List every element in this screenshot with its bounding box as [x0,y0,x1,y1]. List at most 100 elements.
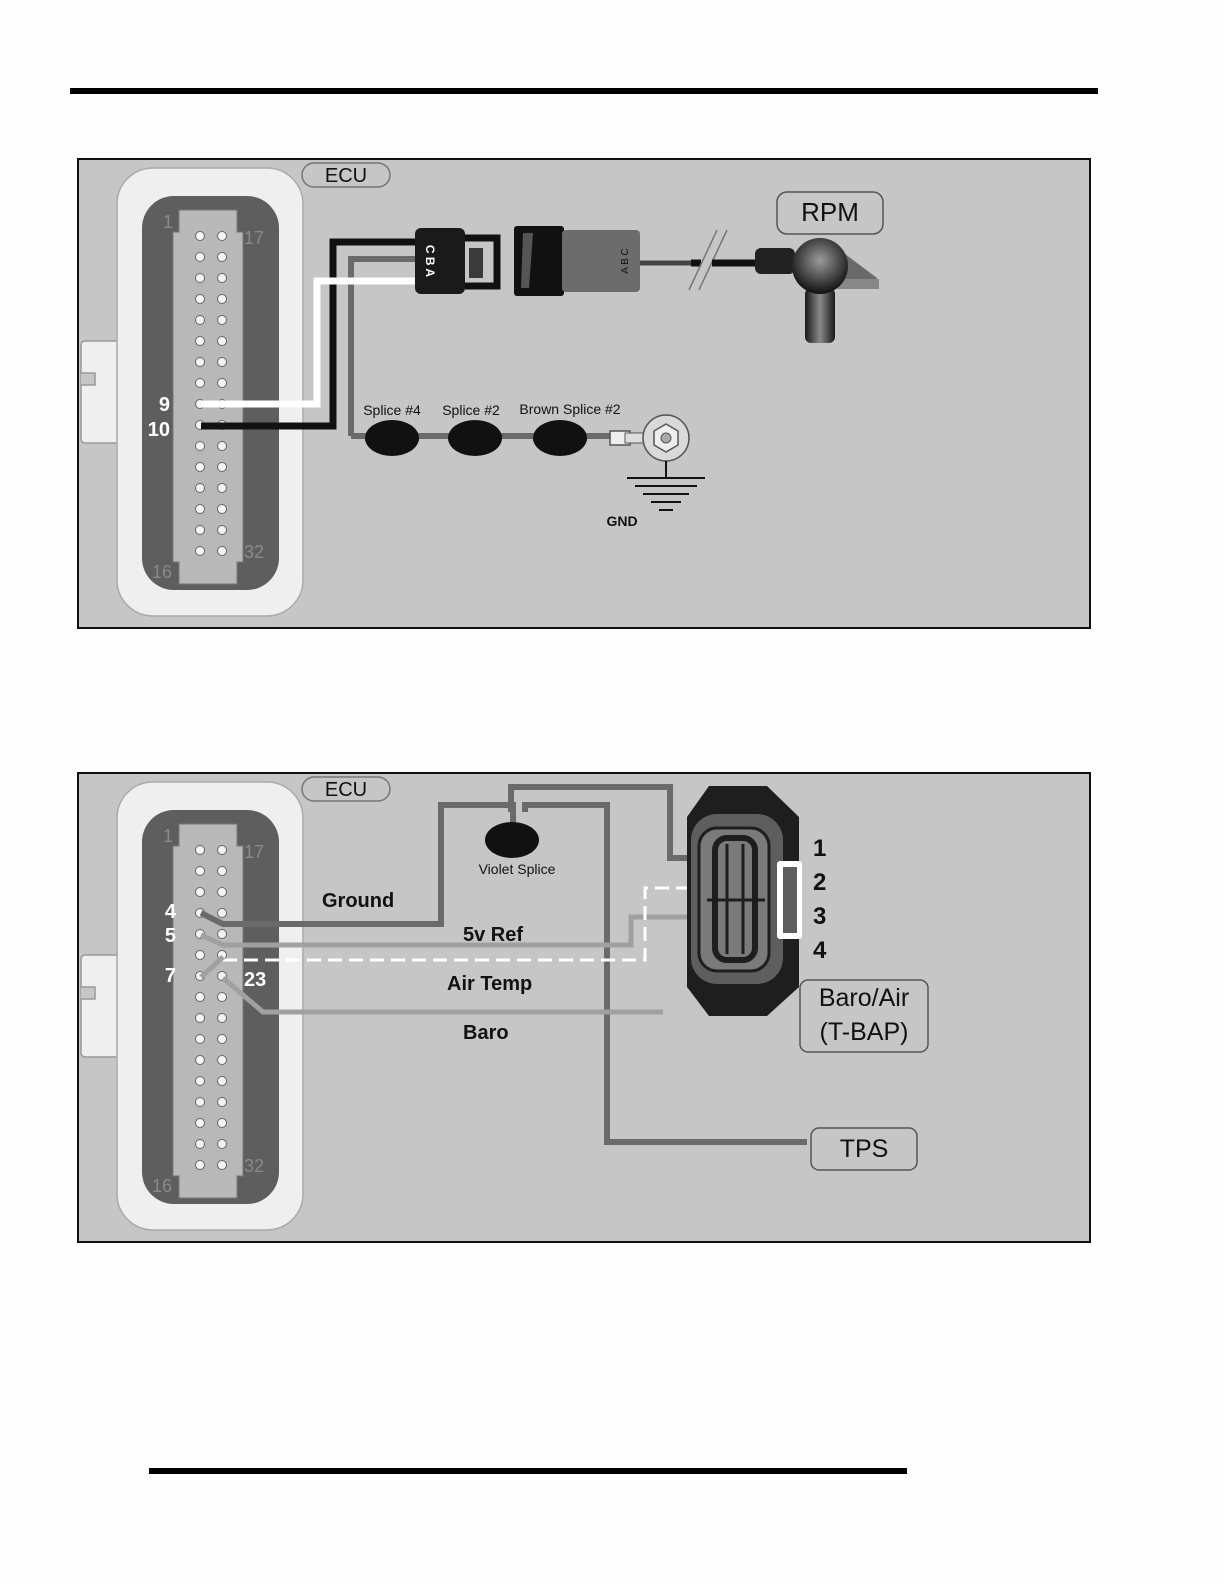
gnd-label: GND [606,513,637,529]
ecu-pin [196,379,205,388]
ecu-pin [218,253,227,262]
ecu-pin [218,379,227,388]
pin-strip [173,210,243,584]
pin-4-label: 4 [165,901,177,923]
ecu-pin [218,358,227,367]
rpm-label: RPM [801,197,859,227]
pin-17-label: 17 [244,228,264,248]
connector-pin-4: 4 [813,937,827,964]
ecu-pin [196,484,205,493]
ecu-pin [218,846,227,855]
ecu-pin [218,547,227,556]
ecu-pin [196,1161,205,1170]
pin-5-label: 5 [165,925,176,947]
ecu-pin [218,337,227,346]
ecu-pin [196,888,205,897]
brown-splice-2-node [533,420,587,456]
pin-strip [173,824,243,1198]
ecu-pin [196,505,205,514]
ecu-pin [196,274,205,283]
ecu-label: ECU [325,779,367,801]
ecu-pin [196,993,205,1002]
ecu-pin [196,295,205,304]
ecu-pin [196,1014,205,1023]
pin-32-label: 32 [244,542,264,562]
splice-4-label: Splice #4 [363,402,421,418]
ecu-pin [218,930,227,939]
ecu-pin [218,1140,227,1149]
connector-pin-3: 3 [813,903,826,930]
ecu-pin [218,1035,227,1044]
pin-10-label: 10 [148,419,170,441]
pin-16-label: 16 [152,1176,172,1196]
ecu-pin [196,951,205,960]
ecu-pin [218,526,227,535]
ecu-label: ECU [325,165,367,187]
ecu-pin [218,993,227,1002]
ecu-pin [196,358,205,367]
violet-splice-node [485,822,539,858]
ecu-pin [196,867,205,876]
ecu-pin [196,316,205,325]
ecu-pin [196,463,205,472]
ecu-pin [218,1161,227,1170]
splice-2-node [448,420,502,456]
pin-7-label: 7 [165,965,176,987]
tps-label: TPS [840,1135,889,1163]
ecu-pin [196,442,205,451]
brown-splice-2-label: Brown Splice #2 [519,401,620,417]
ecu-pin [218,232,227,241]
splices [365,420,587,456]
harness-connector-letters: C B A [423,245,437,278]
ecu-pin [196,846,205,855]
ecu-pin [196,337,205,346]
tbap-sensor [687,786,802,1016]
rpm-sensor-wiring-diagram: 1 17 16 32 9 10 ECU C B A A B C [77,158,1091,629]
ecu-pin [218,1014,227,1023]
sensor-connector-letters: A B C [620,248,631,274]
ecu-pin [218,316,227,325]
connector-pin-2: 2 [813,869,826,896]
ecu-pin [218,1077,227,1086]
baro-wire-label: Baro [463,1022,509,1044]
tbap-sensor-wiring-diagram: 1 17 16 32 4 5 7 23 ECU Violet Splice Gr… [77,772,1091,1243]
ecu-pin [218,867,227,876]
ecu-pin [196,1119,205,1128]
ecu-pin [218,505,227,514]
ecu-pin [196,526,205,535]
pin-16-label: 16 [152,562,172,582]
ecu-pin [218,295,227,304]
ground-wire-label: Ground [322,890,394,912]
pin-1-label: 1 [163,212,173,232]
air-temp-wire-label: Air Temp [447,973,532,995]
pin-1-label: 1 [163,826,173,846]
ecu-pin [196,1077,205,1086]
splice-4-node [365,420,419,456]
ecu-pin [218,1119,227,1128]
ecu-pin [218,909,227,918]
bottom-rule [149,1468,907,1474]
ecu-pin [218,1098,227,1107]
ecu-pin [218,274,227,283]
ecu-pin [218,888,227,897]
connector-pin-1: 1 [813,835,826,862]
pin-9-label: 9 [159,394,170,416]
ecu-pin [196,1140,205,1149]
pin-17-label: 17 [244,842,264,862]
top-rule [70,88,1098,94]
splice-2-label: Splice #2 [442,402,500,418]
ecu-pin [196,1098,205,1107]
ecu-pin [218,1056,227,1065]
ecu-pin [196,232,205,241]
ecu-pin [196,253,205,262]
pin-23-label: 23 [244,969,266,991]
ecu-pin [218,484,227,493]
ecu-pin [196,1035,205,1044]
5v-ref-wire-label: 5v Ref [463,924,523,946]
violet-splice-label: Violet Splice [479,861,556,877]
pin-32-label: 32 [244,1156,264,1176]
ecu-pin [196,1056,205,1065]
tbap-label-line2: (T-BAP) [820,1018,909,1046]
ecu-pin [218,463,227,472]
ecu-pin [218,442,227,451]
